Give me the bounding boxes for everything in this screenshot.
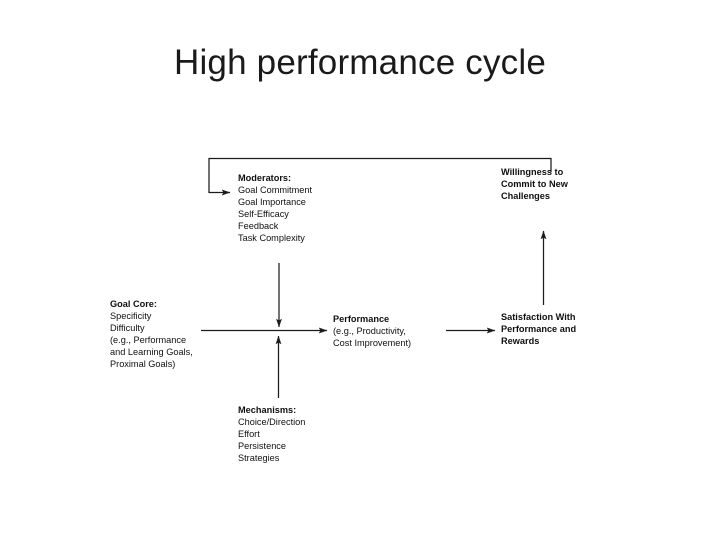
node-line: Persistence xyxy=(238,441,287,452)
diagram-node-mechanisms: Mechanisms: Choice/Direction Effort Pers… xyxy=(238,404,305,464)
node-line: Goal Importance xyxy=(238,197,306,208)
node-line: Cost Improvement) xyxy=(333,338,412,349)
node-line: Commit to New xyxy=(501,179,568,190)
node-line: Goal Commitment xyxy=(238,185,313,196)
diagram-node-moderators: Moderators: Goal Commitment Goal Importa… xyxy=(238,172,312,245)
diagram-node-satisfaction: Satisfaction With Performance and Reward… xyxy=(501,311,576,347)
node-heading: Mechanisms: xyxy=(238,405,297,415)
node-line: Choice/Direction xyxy=(238,417,306,428)
node-line: Self-Efficacy xyxy=(238,209,289,220)
node-line: and Learning Goals, xyxy=(110,347,193,358)
node-line: Rewards xyxy=(501,336,540,347)
node-heading: Goal Core: xyxy=(110,299,157,309)
diagram-node-willingness: Willingness to Commit to New Challenges xyxy=(501,166,568,202)
node-line: Specificity xyxy=(110,311,152,322)
node-line: Feedback xyxy=(238,221,279,232)
node-line: Performance and xyxy=(501,324,577,335)
node-line: Challenges xyxy=(501,191,551,202)
node-line: Strategies xyxy=(238,453,280,464)
page-title: High performance cycle xyxy=(173,43,547,82)
node-line: (e.g., Performance xyxy=(110,335,187,346)
node-line: (e.g., Productivity, xyxy=(333,326,406,337)
diagram-node-goal-core: Goal Core: Specificity Difficulty (e.g.,… xyxy=(110,298,193,371)
node-heading: Performance xyxy=(333,314,390,324)
node-line: Proximal Goals) xyxy=(110,359,176,370)
node-line: Difficulty xyxy=(110,323,145,334)
node-line: Effort xyxy=(238,429,260,440)
node-line: Task Complexity xyxy=(238,233,305,244)
node-heading: Moderators: xyxy=(238,173,292,183)
node-line: Willingness to xyxy=(501,167,564,177)
node-line: Satisfaction With xyxy=(501,312,576,322)
diagram-node-performance: Performance (e.g., Productivity, Cost Im… xyxy=(333,313,411,349)
